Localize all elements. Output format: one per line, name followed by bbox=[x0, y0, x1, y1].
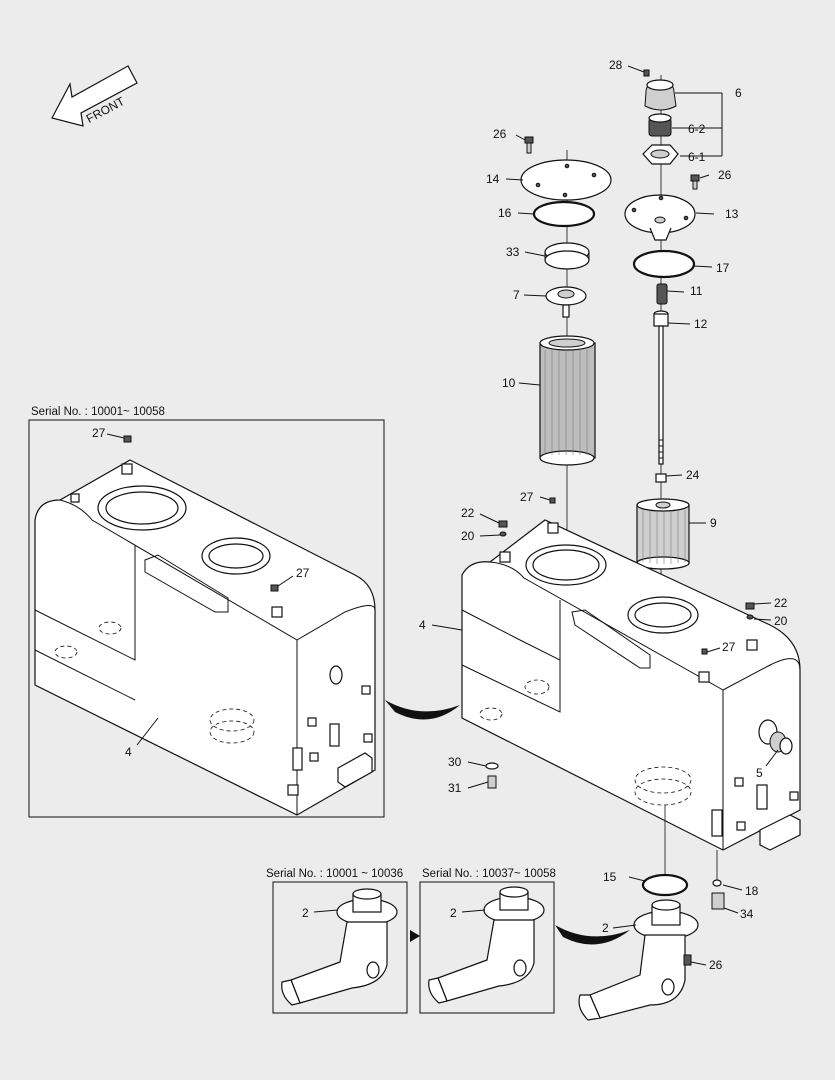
callout-14: 14 bbox=[486, 172, 500, 186]
inset-tank bbox=[34, 459, 376, 816]
level-stem-12 bbox=[653, 310, 669, 465]
callout-22-left: 22 bbox=[461, 506, 475, 520]
callout-27-right: 27 bbox=[722, 640, 736, 654]
callout-11: 11 bbox=[690, 284, 703, 298]
filter-element-10 bbox=[539, 335, 596, 466]
callout-20-left: 20 bbox=[461, 529, 475, 543]
callout-13: 13 bbox=[725, 207, 739, 221]
front-direction-arrow: FRONT bbox=[51, 65, 138, 127]
callout-26-right: 26 bbox=[718, 168, 732, 182]
screw-28-icon bbox=[643, 69, 650, 77]
callout-6: 6 bbox=[735, 86, 742, 100]
callout-labels: 28 6 6-2 6-1 26 14 26 16 13 33 17 7 11 1… bbox=[31, 58, 788, 972]
bolt-31-icon bbox=[487, 775, 497, 789]
suction-pipe-2 bbox=[578, 899, 699, 1021]
cover-plate-13 bbox=[624, 194, 696, 234]
callout-6-1: 6-1 bbox=[688, 150, 706, 164]
callout-27-main: 27 bbox=[520, 490, 534, 504]
callout-22-right: 22 bbox=[774, 596, 788, 610]
o-ring-17 bbox=[632, 249, 696, 279]
leader-lines bbox=[106, 65, 779, 966]
callout-20-right: 20 bbox=[774, 614, 788, 628]
callout-30: 30 bbox=[448, 755, 462, 769]
callout-10: 10 bbox=[502, 376, 516, 390]
callout-2-inset-a: 2 bbox=[302, 906, 309, 920]
pipe-variant-b bbox=[428, 886, 545, 1004]
nut-24-icon bbox=[655, 473, 667, 483]
callout-4-main: 4 bbox=[419, 618, 426, 632]
pipe-variant-b-inset-box bbox=[419, 881, 555, 1014]
pointer-arrow-tank bbox=[385, 700, 460, 720]
callout-27-inset-top: 27 bbox=[92, 426, 106, 440]
callout-6-2: 6-2 bbox=[688, 122, 706, 136]
breather-element-6-2 bbox=[648, 113, 672, 137]
pointer-triangle bbox=[410, 930, 420, 942]
callout-9: 9 bbox=[710, 516, 717, 530]
tank-variant-inset-box bbox=[28, 419, 385, 818]
strainer-9 bbox=[636, 498, 690, 570]
callout-18: 18 bbox=[745, 884, 759, 898]
callout-4-inset: 4 bbox=[125, 745, 132, 759]
pipe-variant-a-inset-box bbox=[272, 881, 408, 1014]
pipe-variant-a bbox=[281, 888, 398, 1006]
fitting-34 bbox=[711, 892, 725, 910]
hydraulic-tank-4 bbox=[461, 519, 801, 851]
callout-26-top: 26 bbox=[493, 127, 507, 141]
washer-30 bbox=[485, 762, 499, 770]
serial-pipe-variant-b: Serial No. : 10037~ 10058 bbox=[422, 868, 556, 880]
callout-26-bottom: 26 bbox=[709, 958, 723, 972]
pointer-arrow-pipe bbox=[555, 925, 630, 945]
serial-tank-variant: Serial No. : 10001~ 10058 bbox=[31, 406, 165, 418]
callout-33: 33 bbox=[506, 245, 520, 259]
spring-11 bbox=[656, 283, 668, 305]
gasket-16 bbox=[532, 200, 596, 228]
left-column-parts bbox=[520, 136, 612, 565]
callout-24: 24 bbox=[686, 468, 700, 482]
callout-15: 15 bbox=[603, 870, 617, 884]
spring-ring-33 bbox=[544, 242, 590, 270]
callout-12: 12 bbox=[694, 317, 708, 331]
callout-2-inset-b: 2 bbox=[450, 906, 457, 920]
callout-2-main: 2 bbox=[602, 921, 609, 935]
serial-pipe-variant-a: Serial No. : 10001 ~ 10036 bbox=[266, 868, 403, 880]
gasket-15 bbox=[641, 873, 689, 897]
bypass-valve-7 bbox=[545, 286, 587, 318]
right-column-parts bbox=[624, 69, 700, 620]
callout-28: 28 bbox=[609, 58, 623, 72]
bolt-26-right-icon bbox=[690, 174, 700, 190]
plug-5 bbox=[769, 731, 793, 755]
callout-27-inset-mid: 27 bbox=[296, 566, 310, 580]
callout-17: 17 bbox=[716, 261, 730, 275]
callout-31: 31 bbox=[448, 781, 462, 795]
callout-7: 7 bbox=[513, 288, 520, 302]
callout-34: 34 bbox=[740, 907, 754, 921]
breather-cap-6 bbox=[644, 79, 677, 111]
callout-5: 5 bbox=[756, 766, 763, 780]
callout-16: 16 bbox=[498, 206, 512, 220]
